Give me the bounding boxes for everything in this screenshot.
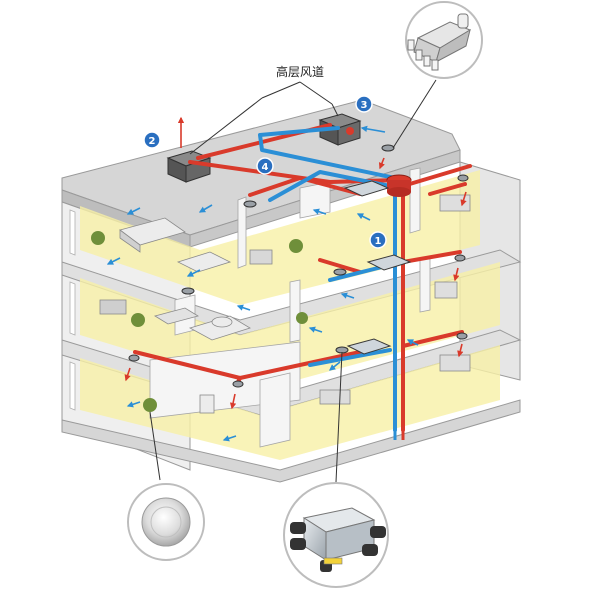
distribution-box-icon xyxy=(290,507,386,572)
riser-cap xyxy=(386,174,412,197)
exhaust-ducts xyxy=(258,126,397,432)
detail-distribution-box xyxy=(283,482,389,588)
detail-diffuser xyxy=(127,483,205,561)
marker-2: 2 xyxy=(143,131,161,149)
svg-text:1: 1 xyxy=(375,236,382,247)
floor-3-room xyxy=(80,170,480,305)
ceiling-diffusers xyxy=(128,144,469,388)
plants xyxy=(91,231,308,412)
distribution-boxes xyxy=(343,180,412,355)
svg-text:4: 4 xyxy=(262,162,269,173)
detail-manifold xyxy=(405,1,483,79)
riser-stubs xyxy=(393,420,405,440)
marker-1: 1 xyxy=(369,231,387,249)
callout-label: 高层风道 xyxy=(276,64,324,79)
marker-3: 3 xyxy=(355,95,373,113)
exhaust-air-arrows xyxy=(106,125,419,442)
floor-1-room xyxy=(80,345,500,460)
svg-text:2: 2 xyxy=(149,136,156,147)
svg-text:3: 3 xyxy=(361,100,368,111)
duct-manifold-icon xyxy=(407,13,472,71)
supply-air-arrows xyxy=(124,116,467,410)
high-rise-duct-callout: 高层风道 xyxy=(189,64,339,155)
sofa-top-floor xyxy=(176,251,232,273)
detail-leaders xyxy=(149,79,437,483)
marker-4: 4 xyxy=(256,157,274,175)
diffuser-icon xyxy=(141,497,191,547)
